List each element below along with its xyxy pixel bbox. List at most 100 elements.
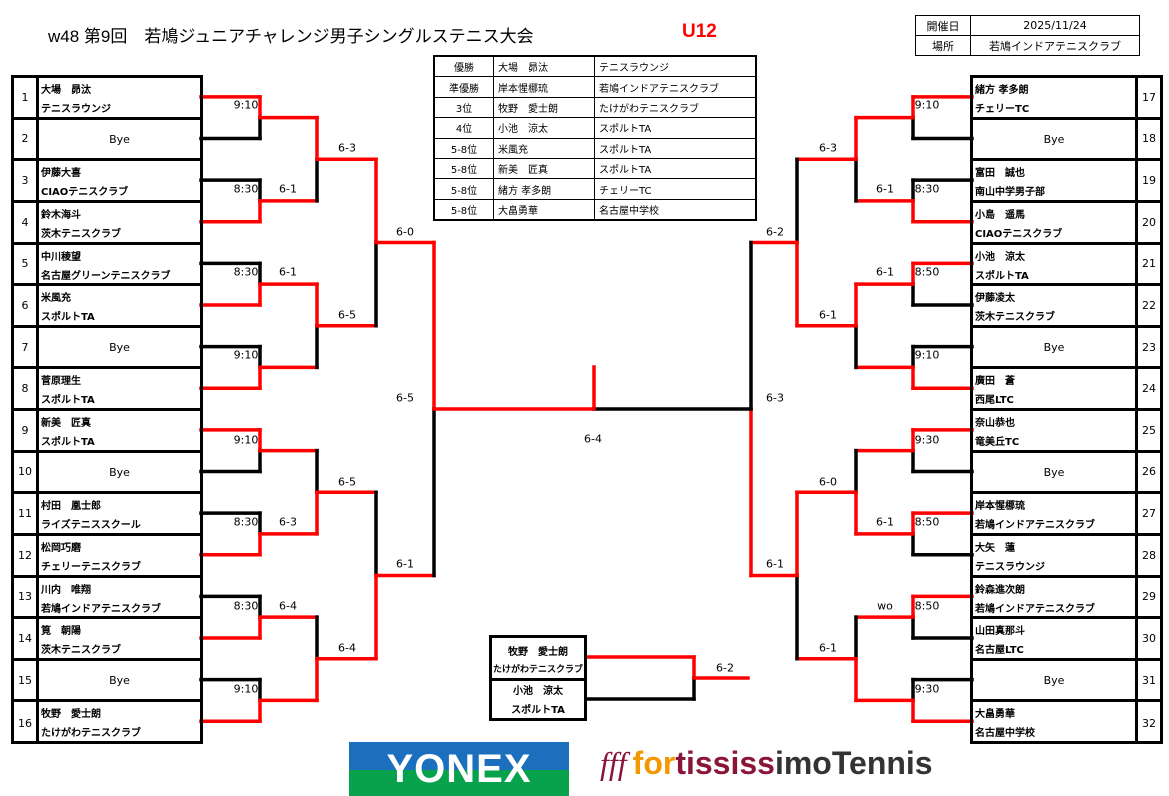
player-cell: 村田 凰士郎ライズテニススクール bbox=[39, 494, 200, 533]
player-cell: 山田真那斗名古屋LTC bbox=[973, 619, 1135, 658]
match-score-label: 6-3 bbox=[819, 141, 837, 155]
player-club: スポルトTA bbox=[41, 312, 95, 324]
draw-number: 29 bbox=[1135, 577, 1160, 617]
match-score-label: wo bbox=[877, 599, 893, 613]
player-club: 茨木テニスクラブ bbox=[41, 228, 121, 240]
results-row: 優勝大場 昴汰テニスラウンジ bbox=[433, 55, 757, 78]
match-score-label: 6-0 bbox=[819, 475, 837, 489]
player-club: 名古屋中学校 bbox=[975, 728, 1035, 740]
player-name: 大矢 蓮 bbox=[975, 542, 1015, 554]
third-place-score: 6-2 bbox=[716, 661, 734, 675]
player-cell: Bye bbox=[39, 120, 200, 159]
draw-number: 24 bbox=[1135, 369, 1160, 408]
player-club: 茨木テニスクラブ bbox=[41, 645, 121, 657]
match-score-label: 6-1 bbox=[876, 515, 894, 529]
player-cell: Bye bbox=[973, 453, 1135, 492]
match-score-label: 6-3 bbox=[766, 391, 784, 405]
match-score-label: 6-5 bbox=[338, 308, 356, 322]
player-club: 西尾LTC bbox=[975, 395, 1014, 407]
player-cell: Bye bbox=[973, 661, 1135, 700]
player-name: 奈山恭也 bbox=[975, 418, 1015, 429]
draw-number: 6 bbox=[14, 286, 39, 325]
player-club: スポルトTA bbox=[975, 270, 1029, 282]
match-score-label: 6-1 bbox=[876, 265, 894, 279]
match-score-label: 9:10 bbox=[233, 682, 259, 696]
match-score-label: 9:10 bbox=[233, 348, 259, 362]
player-cell: 米風充スポルトTA bbox=[39, 286, 200, 325]
category-label: U12 bbox=[682, 21, 717, 42]
player-name: 筧 朝陽 bbox=[41, 626, 81, 638]
draw-number: 23 bbox=[1135, 327, 1160, 367]
draw-number: 13 bbox=[14, 577, 39, 617]
result-name: 緒方 孝多朗 bbox=[493, 178, 595, 200]
match-score-label: 8:30 bbox=[233, 265, 259, 279]
results-row: 4位小池 涼太スポルトTA bbox=[433, 117, 757, 139]
draw-number: 19 bbox=[1135, 161, 1160, 200]
player-club: チェリーTC bbox=[975, 104, 1030, 115]
draw-number: 12 bbox=[14, 535, 39, 575]
player-club: テニスラウンジ bbox=[41, 104, 111, 115]
match-score-label: 9:10 bbox=[233, 433, 259, 447]
match-score-label: 6-5 bbox=[338, 475, 356, 489]
result-name: 新美 匠真 bbox=[493, 157, 595, 180]
match-score-label: 6-1 bbox=[876, 182, 894, 196]
match-score-label: 9:30 bbox=[914, 433, 940, 447]
event-venue: 若鳩インドアテニスクラブ bbox=[970, 35, 1140, 56]
draw-number: 28 bbox=[1135, 535, 1160, 575]
match-score-label: 8:50 bbox=[914, 515, 940, 529]
results-row: 5-8位緒方 孝多朗チェリーTC bbox=[433, 178, 757, 200]
draw-number: 5 bbox=[14, 244, 39, 284]
player-name: 中川稜望 bbox=[41, 251, 81, 263]
player-cell: 松岡巧磨チェリーテニスクラブ bbox=[39, 536, 200, 575]
player-name: 大畠勇華 bbox=[975, 709, 1015, 721]
player-name: 松岡巧磨 bbox=[41, 542, 81, 554]
player-name: 岸本惺梛琉 bbox=[975, 501, 1025, 513]
match-score-label: 9:10 bbox=[233, 98, 259, 112]
player-cell: 筧 朝陽茨木テニスクラブ bbox=[39, 619, 200, 658]
draw-number: 21 bbox=[1135, 244, 1160, 284]
player-cell: 富田 誠也南山中学男子部 bbox=[973, 161, 1135, 200]
player-cell: 鈴木海斗茨木テニスクラブ bbox=[39, 203, 200, 242]
yonex-logo: YONEX bbox=[349, 742, 569, 796]
draw-number: 9 bbox=[14, 411, 39, 450]
result-club: チェリーTC bbox=[594, 178, 757, 200]
player-cell: Bye bbox=[39, 328, 200, 367]
player-club: 南山中学男子部 bbox=[975, 187, 1045, 199]
bye-label: Bye bbox=[109, 132, 130, 146]
player-name: 牧野 愛士朗 bbox=[508, 647, 568, 658]
draw-number: 1 bbox=[14, 78, 39, 117]
match-score-label: 8:30 bbox=[233, 515, 259, 529]
results-row: 5-8位米風充スポルトTA bbox=[433, 137, 757, 159]
player-club: スポルトTA bbox=[41, 395, 95, 407]
draw-number: 26 bbox=[1135, 452, 1160, 492]
draw-number: 14 bbox=[14, 619, 39, 658]
match-score-label: 6-3 bbox=[279, 515, 297, 529]
player-club: スポルトTA bbox=[511, 705, 565, 716]
draw-number: 25 bbox=[1135, 411, 1160, 450]
player-club: スポルトTA bbox=[41, 437, 95, 448]
player-cell: 大矢 蓮テニスラウンジ bbox=[973, 536, 1135, 575]
bye-label: Bye bbox=[109, 340, 130, 354]
bye-label: Bye bbox=[109, 465, 130, 479]
draw-number: 27 bbox=[1135, 494, 1160, 533]
logo-part: imoTennis bbox=[774, 745, 933, 781]
